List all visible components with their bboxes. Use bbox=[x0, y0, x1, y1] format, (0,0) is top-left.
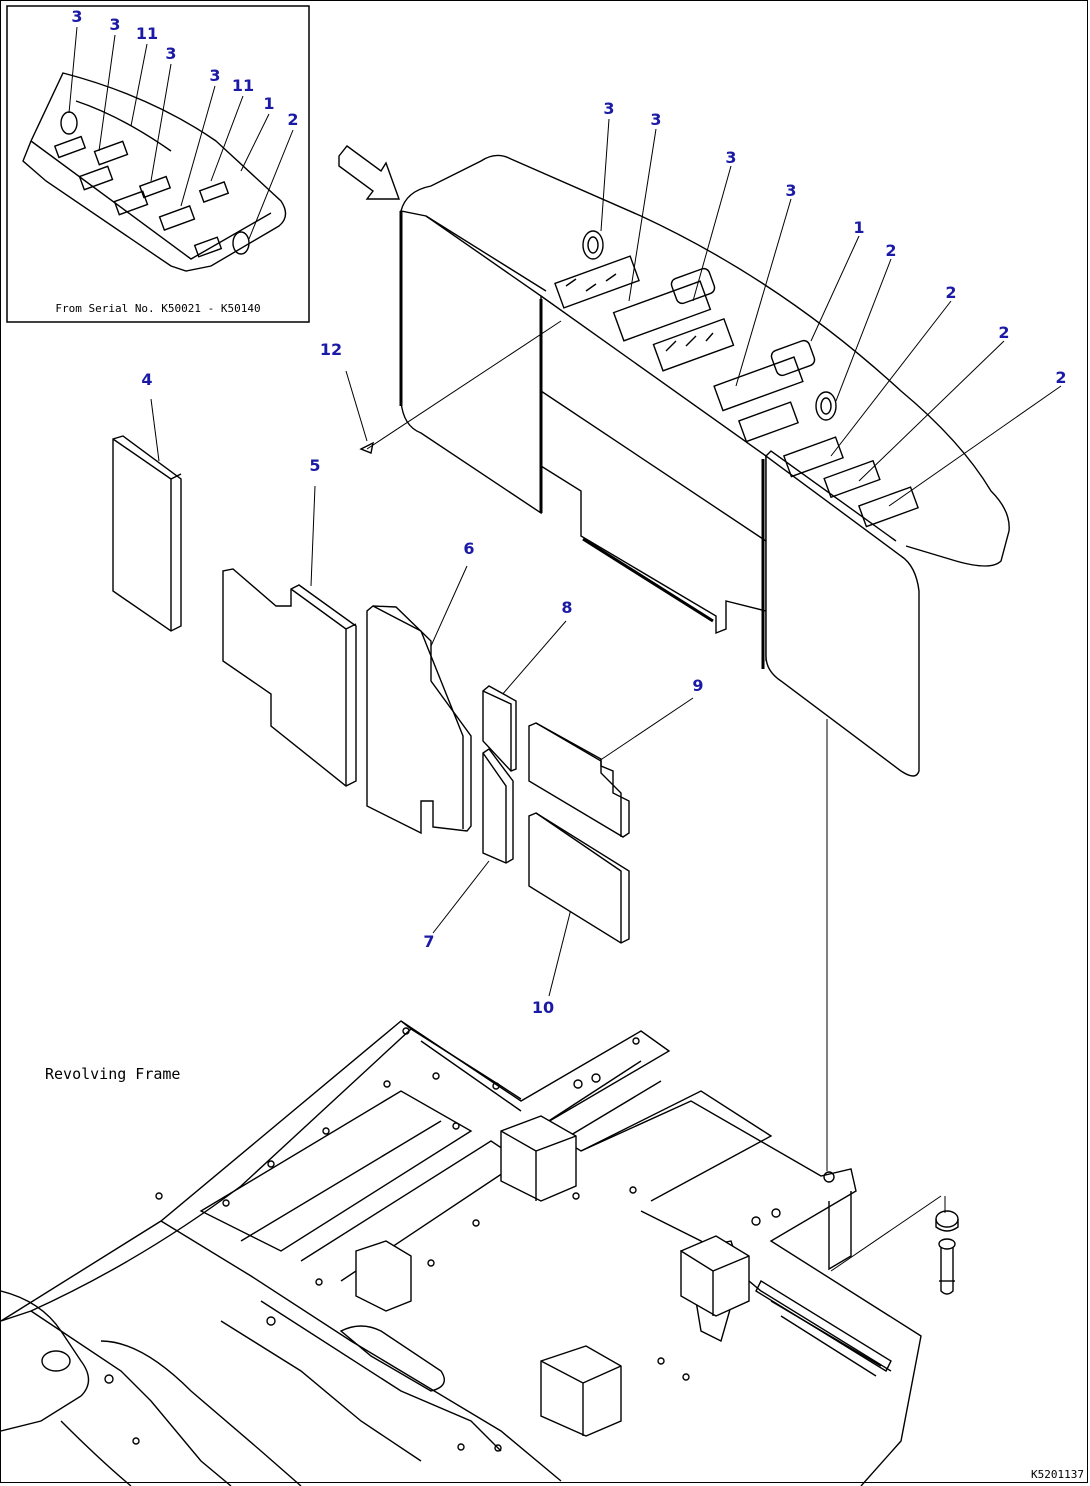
inset-callout-11b: 11 bbox=[232, 76, 254, 95]
fuel-tank-assembly bbox=[366, 154, 1010, 777]
pad-5 bbox=[222, 568, 357, 787]
pad-10 bbox=[528, 812, 630, 944]
revolving-frame-label: Revolving Frame bbox=[45, 1065, 180, 1083]
callout-2c: 2 bbox=[998, 323, 1009, 342]
callout-1: 1 bbox=[853, 218, 864, 237]
screw-12 bbox=[359, 441, 374, 454]
pad-9 bbox=[528, 722, 630, 838]
inset-callout-2: 2 bbox=[287, 110, 298, 129]
inset-callout-1: 1 bbox=[263, 94, 274, 113]
callout-5: 5 bbox=[309, 456, 320, 475]
pad-4 bbox=[112, 435, 182, 632]
revolving-frame bbox=[1, 1020, 922, 1486]
callout-3b: 3 bbox=[650, 110, 661, 129]
callout-2a: 2 bbox=[885, 241, 896, 260]
callout-8: 8 bbox=[561, 598, 572, 617]
callout-10: 10 bbox=[532, 998, 554, 1017]
tank-decals bbox=[554, 230, 919, 528]
pad-7 bbox=[482, 748, 514, 864]
callout-12: 12 bbox=[320, 340, 342, 359]
inset-leader-lines bbox=[68, 26, 294, 240]
frame-bolts bbox=[104, 1027, 835, 1452]
view-direction-arrow bbox=[338, 145, 400, 200]
inset-caption: From Serial No. K50021 - K50140 bbox=[55, 302, 260, 315]
inset-view: 3 3 11 3 3 11 1 2 From Serial No. K50021… bbox=[6, 5, 310, 323]
callout-3d: 3 bbox=[785, 181, 796, 200]
drawing-code: K5201137 bbox=[1031, 1468, 1084, 1481]
callout-6: 6 bbox=[463, 539, 474, 558]
callout-3c: 3 bbox=[725, 148, 736, 167]
pad-6 bbox=[366, 605, 472, 835]
callout-2b: 2 bbox=[945, 283, 956, 302]
callout-2d: 2 bbox=[1055, 368, 1066, 387]
inset-callout-3d: 3 bbox=[209, 66, 220, 85]
callout-3a: 3 bbox=[603, 99, 614, 118]
inset-callout-11a: 11 bbox=[136, 24, 158, 43]
pad-8 bbox=[482, 685, 517, 772]
inset-callout-3a: 3 bbox=[71, 7, 82, 26]
inset-callout-3b: 3 bbox=[109, 15, 120, 34]
inset-callout-3c: 3 bbox=[165, 44, 176, 63]
main-leader-lines bbox=[150, 118, 1062, 997]
mounting-bolt bbox=[830, 1195, 959, 1295]
callout-9: 9 bbox=[692, 676, 703, 695]
callout-4: 4 bbox=[141, 370, 152, 389]
callout-7: 7 bbox=[423, 932, 434, 951]
inset-decals bbox=[53, 111, 250, 258]
